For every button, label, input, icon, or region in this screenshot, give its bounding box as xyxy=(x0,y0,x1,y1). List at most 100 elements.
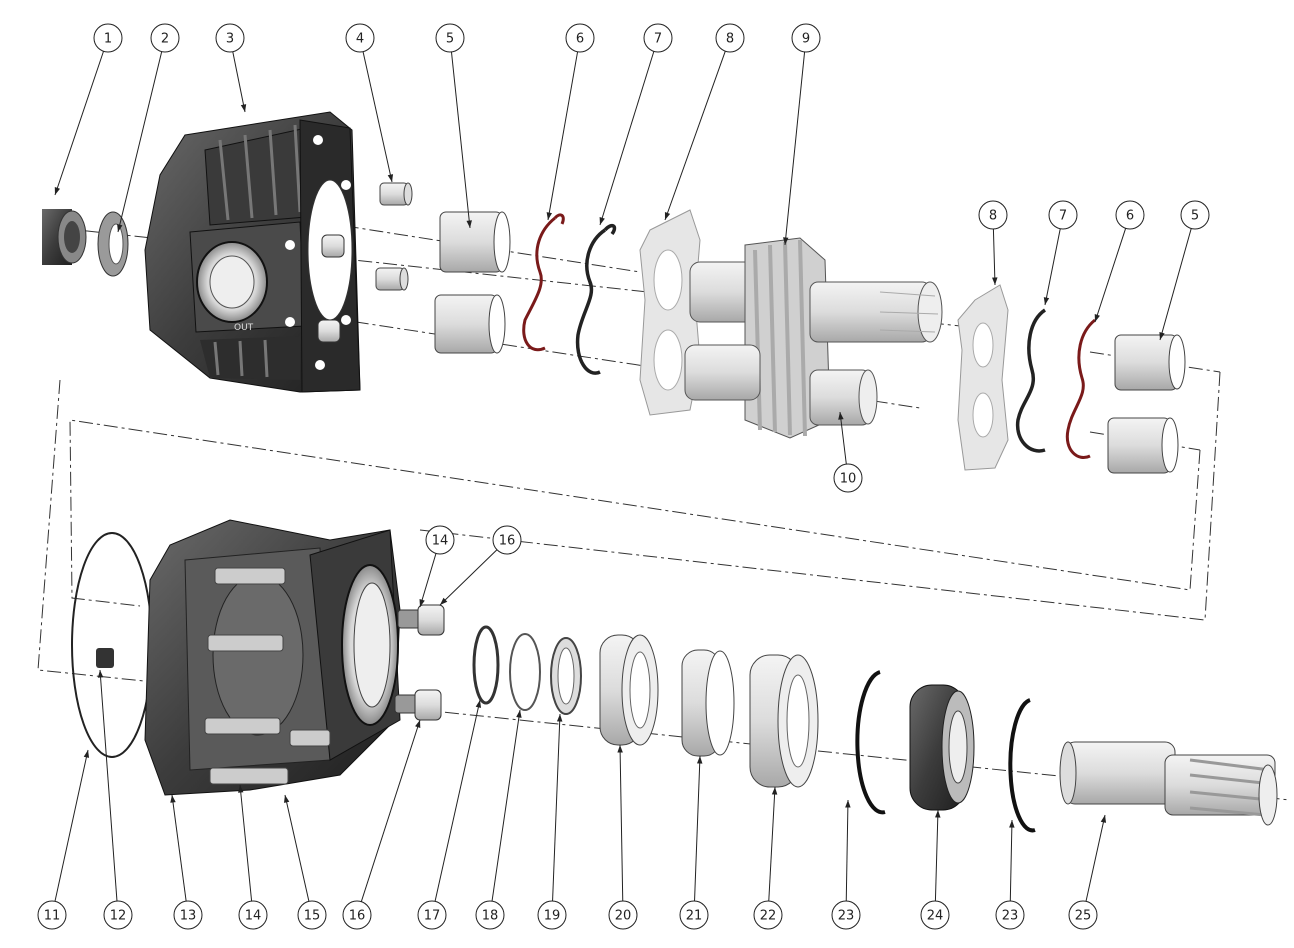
callout-bubble-12 xyxy=(1115,200,1145,230)
part-rear-housing: OUT xyxy=(144,111,361,393)
callout-arrow-32 xyxy=(1100,815,1107,823)
callout-bubble-9 xyxy=(791,23,821,53)
callout-number-13: 5 xyxy=(1191,209,1199,224)
part-ball-bearing xyxy=(599,634,659,746)
callout-bubble-23 xyxy=(417,900,447,930)
callout-leader-29 xyxy=(845,799,849,902)
callout-arrow-29 xyxy=(845,800,851,808)
callout-number-5: 5 xyxy=(446,32,454,47)
callout-arrow-3 xyxy=(240,104,247,112)
part-bushings-right xyxy=(1107,334,1186,474)
part-bolts-washers xyxy=(394,604,445,721)
callout-number-24: 18 xyxy=(482,909,499,924)
callout-arrow-12 xyxy=(1094,314,1100,322)
callout-number-7: 7 xyxy=(654,32,662,47)
callout-arrow-17 xyxy=(83,750,90,758)
callout-arrow-5 xyxy=(466,220,472,228)
callout-bubble-19 xyxy=(173,900,203,930)
callout-arrow-27 xyxy=(696,756,703,764)
callout-bubble-28 xyxy=(753,900,783,930)
callout-bubble-32 xyxy=(1068,900,1098,930)
callout-number-17: 11 xyxy=(44,909,61,924)
callout-leader-31 xyxy=(1009,819,1013,902)
callout-leader-24 xyxy=(491,709,521,902)
callout-arrow-24 xyxy=(516,710,522,718)
callout-leader-20 xyxy=(239,784,253,902)
callout-bubble-10 xyxy=(978,200,1008,230)
callout-arrow-30 xyxy=(935,810,941,818)
callout-bubble-31 xyxy=(995,900,1025,930)
callout-number-12: 6 xyxy=(1126,209,1134,224)
callout-leader-19 xyxy=(171,794,187,902)
part-washer xyxy=(97,211,129,277)
callout-number-26: 20 xyxy=(615,909,632,924)
callout-arrow-11 xyxy=(1043,297,1050,305)
callout-leader-7 xyxy=(599,51,655,226)
callout-leader-25 xyxy=(552,713,561,902)
callout-number-1: 1 xyxy=(104,32,112,47)
callout-number-22: 16 xyxy=(349,909,366,924)
callout-leader-6 xyxy=(547,51,579,221)
callout-arrow-16 xyxy=(440,597,448,605)
part-backup-ring-right xyxy=(1015,308,1047,453)
callout-number-14: 10 xyxy=(840,472,857,487)
callout-arrow-13 xyxy=(1159,332,1165,340)
callout-leader-3 xyxy=(232,51,246,113)
callout-number-32: 25 xyxy=(1075,909,1092,924)
callout-number-30: 24 xyxy=(927,909,944,924)
callout-bubble-24 xyxy=(475,900,505,930)
callout-arrow-2 xyxy=(117,224,123,232)
callout-bubble-18 xyxy=(103,900,133,930)
part-snap-ring-2 xyxy=(1008,698,1036,833)
callout-arrow-15 xyxy=(419,599,425,607)
callout-leader-4 xyxy=(362,51,393,183)
callout-bubble-21 xyxy=(297,900,327,930)
callout-leader-5 xyxy=(450,51,471,229)
callout-arrow-22 xyxy=(415,720,421,728)
callout-bubble-20 xyxy=(238,900,268,930)
callout-number-20: 14 xyxy=(245,909,262,924)
callout-leader-32 xyxy=(1085,814,1106,902)
callout-leader-13 xyxy=(1159,228,1192,341)
callout-leader-14 xyxy=(839,411,847,465)
part-front-housing xyxy=(144,519,401,796)
callout-number-4: 4 xyxy=(356,32,364,47)
callout-arrow-7 xyxy=(599,217,605,225)
part-drive-shaft xyxy=(1059,741,1278,826)
callout-bubble-4 xyxy=(345,23,375,53)
callout-number-10: 8 xyxy=(989,209,997,224)
callout-number-21: 15 xyxy=(304,909,321,924)
part-shim xyxy=(509,633,541,711)
callout-leader-22 xyxy=(360,719,421,902)
callout-arrow-25 xyxy=(556,714,563,722)
part-spacer-ring xyxy=(681,649,735,757)
callout-bubble-5 xyxy=(435,23,465,53)
callout-bubble-2 xyxy=(150,23,180,53)
part-drive-gear xyxy=(689,237,943,439)
callout-bubble-8 xyxy=(715,23,745,53)
part-snap-ring-1 xyxy=(855,670,886,815)
callout-leader-27 xyxy=(694,755,701,902)
callout-number-31: 23 xyxy=(1002,909,1019,924)
part-o-ring xyxy=(71,532,153,758)
part-plug xyxy=(42,209,87,265)
callout-bubble-17 xyxy=(37,900,67,930)
callout-bubble-29 xyxy=(831,900,861,930)
callout-number-8: 8 xyxy=(726,32,734,47)
callout-number-23: 17 xyxy=(424,909,441,924)
callout-leader-15 xyxy=(419,553,437,608)
callout-number-16: 16 xyxy=(499,534,516,549)
callout-arrow-9 xyxy=(783,237,789,245)
callout-number-6: 6 xyxy=(576,32,584,47)
callout-leader-10 xyxy=(992,228,996,286)
callout-bubble-16 xyxy=(492,525,522,555)
callout-bubble-14 xyxy=(833,463,863,493)
part-thrust-washer xyxy=(550,637,582,715)
callout-arrow-28 xyxy=(771,787,778,795)
callout-number-29: 23 xyxy=(838,909,855,924)
callout-leader-12 xyxy=(1094,228,1127,323)
callout-number-25: 19 xyxy=(544,909,561,924)
callout-bubble-22 xyxy=(342,900,372,930)
callout-leader-17 xyxy=(54,749,89,902)
